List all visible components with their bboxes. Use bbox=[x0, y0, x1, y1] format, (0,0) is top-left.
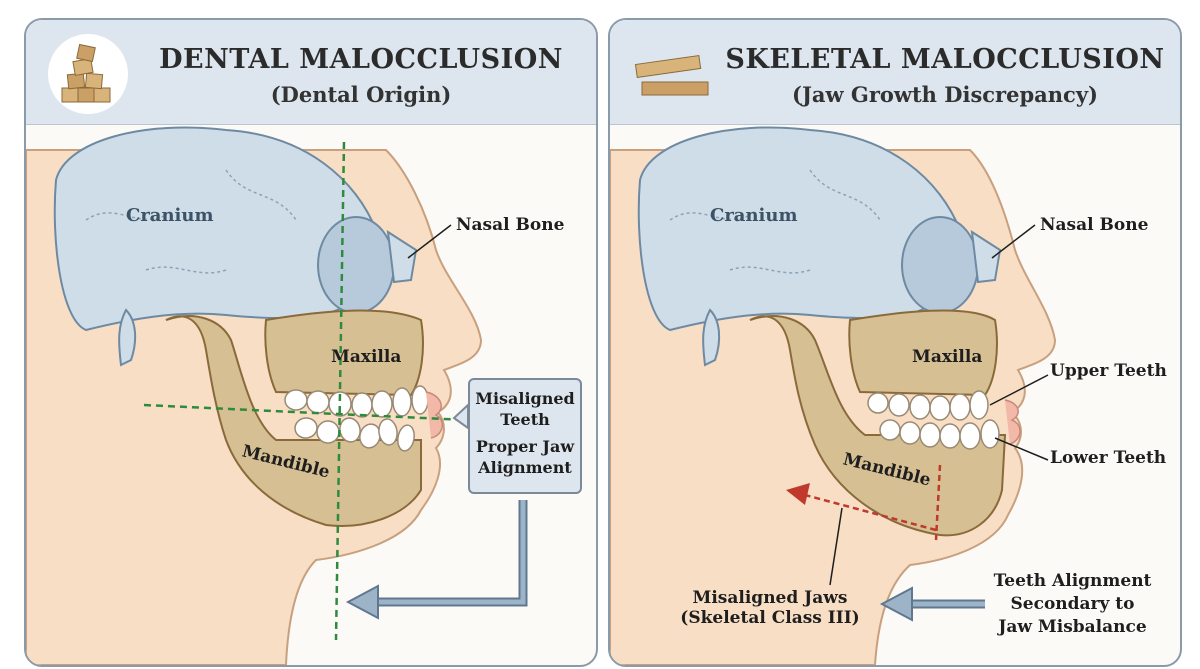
misaligned-jaws-line: (Skeletal Class III) bbox=[680, 608, 860, 628]
note-line: Jaw Misbalance bbox=[998, 617, 1147, 637]
panel-title: SKELETAL MALOCCLUSION bbox=[725, 44, 1165, 75]
lower-teeth bbox=[879, 419, 1000, 450]
skeletal-malocclusion-panel: SKELETAL MALOCCLUSION (Jaw Growth Discre… bbox=[608, 18, 1182, 667]
callout-line: Alignment bbox=[478, 458, 572, 477]
lower-teeth-label: Lower Teeth bbox=[1050, 448, 1167, 468]
callout-line: Teeth bbox=[500, 410, 550, 429]
maxilla-label: Maxilla bbox=[331, 347, 402, 367]
stacked-blocks-icon bbox=[48, 34, 128, 114]
maxilla-bone bbox=[848, 309, 998, 397]
maxilla-label: Maxilla bbox=[912, 347, 983, 367]
panel-header: DENTAL MALOCCLUSION (Dental Origin) bbox=[26, 20, 596, 125]
mandible-bone bbox=[749, 315, 1007, 537]
offset-planks-icon bbox=[632, 34, 712, 114]
nasal-bone-label: Nasal Bone bbox=[456, 215, 565, 235]
panel-title: DENTAL MALOCCLUSION bbox=[159, 44, 563, 75]
note-line: Teeth Alignment bbox=[993, 571, 1152, 591]
upper-teeth bbox=[867, 390, 989, 421]
callout-line: Proper Jaw bbox=[475, 437, 575, 456]
cranium-label: Cranium bbox=[710, 205, 798, 226]
callout-line: Misaligned bbox=[475, 389, 575, 408]
dental-skull-illustration bbox=[26, 126, 528, 665]
panel-header: SKELETAL MALOCCLUSION (Jaw Growth Discre… bbox=[610, 20, 1180, 125]
panel-subtitle: (Jaw Growth Discrepancy) bbox=[792, 82, 1098, 107]
lower-teeth bbox=[294, 417, 415, 452]
skeletal-skull-illustration bbox=[610, 126, 1057, 665]
maxilla-bone bbox=[264, 309, 424, 397]
note-line: Secondary to bbox=[1010, 594, 1135, 614]
nasal-bone-label: Nasal Bone bbox=[1040, 215, 1149, 235]
teeth-alignment-note: Teeth Alignment Secondary to Jaw Misbala… bbox=[990, 570, 1155, 639]
misaligned-jaws-label: Misaligned Jaws (Skeletal Class III) bbox=[680, 588, 860, 628]
cranium-label: Cranium bbox=[126, 205, 214, 226]
misaligned-jaws-line: Misaligned Jaws bbox=[692, 588, 848, 608]
mandible-bone bbox=[165, 315, 422, 527]
upper-teeth-label: Upper Teeth bbox=[1050, 361, 1167, 381]
dental-malocclusion-panel: DENTAL MALOCCLUSION (Dental Origin) bbox=[24, 18, 598, 667]
panel-subtitle: (Dental Origin) bbox=[270, 82, 452, 107]
upper-teeth bbox=[284, 385, 429, 418]
misaligned-teeth-callout: Misaligned Teeth Proper Jaw Alignment bbox=[468, 378, 582, 494]
